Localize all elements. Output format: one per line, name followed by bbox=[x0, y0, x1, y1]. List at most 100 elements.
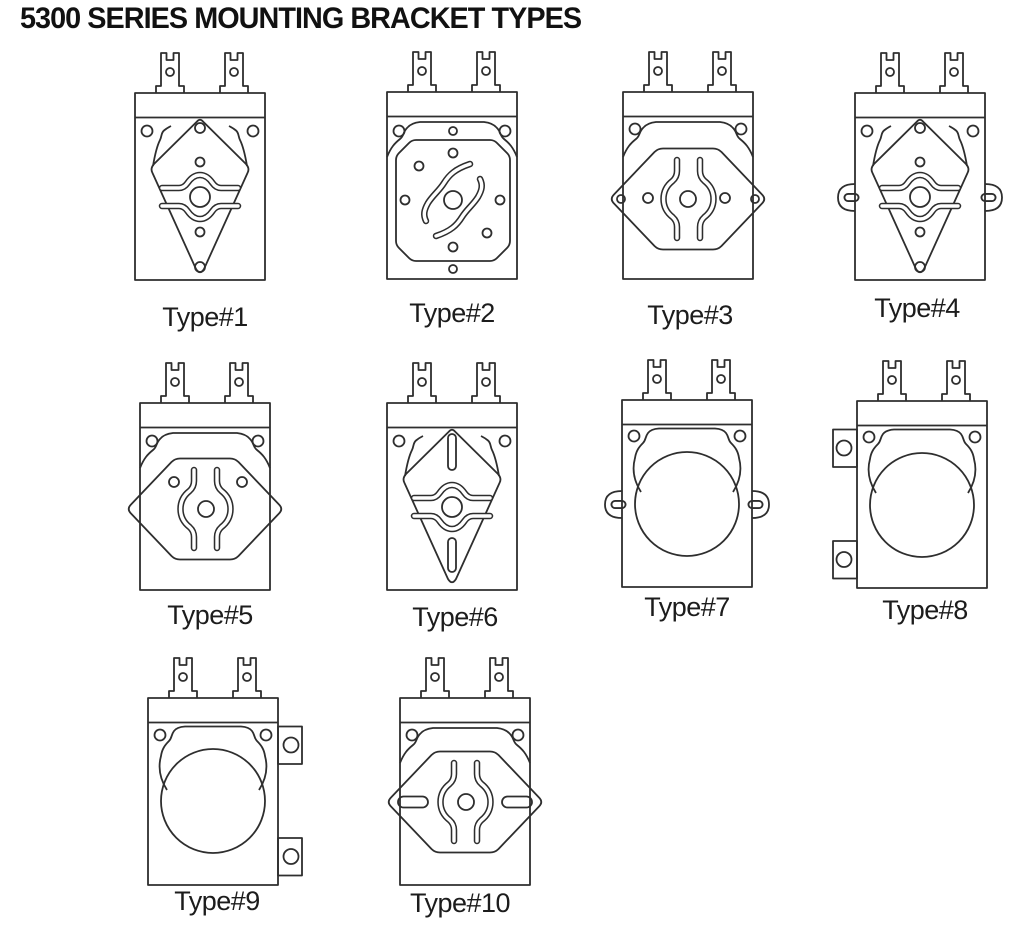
bracket-plate bbox=[402, 428, 502, 584]
figure-type-7 bbox=[587, 352, 787, 597]
slot bbox=[158, 171, 242, 192]
mount-hole bbox=[914, 122, 926, 134]
type-2-drawing bbox=[386, 51, 518, 280]
terminal bbox=[168, 657, 198, 698]
bracket-plate bbox=[610, 147, 766, 251]
mount-hole bbox=[194, 226, 206, 238]
mount-hole bbox=[448, 264, 458, 274]
figure-label: Type#10 bbox=[409, 888, 511, 918]
mount-hole bbox=[966, 124, 980, 138]
terminal-hole bbox=[885, 67, 895, 77]
motor-can bbox=[634, 451, 740, 557]
type-4-drawing bbox=[837, 52, 1003, 281]
ear-bracket bbox=[604, 490, 623, 519]
terminal-hole bbox=[494, 672, 504, 682]
terminal bbox=[877, 360, 907, 401]
terminal-hole bbox=[417, 66, 427, 76]
figure-type-8 bbox=[822, 353, 1022, 598]
plate-contour bbox=[386, 121, 518, 158]
mount-hole bbox=[750, 194, 760, 204]
plate-contour bbox=[139, 432, 271, 469]
figure-label: Type#8 bbox=[882, 595, 968, 625]
terminal-hole bbox=[170, 377, 180, 387]
figure-type-3 bbox=[588, 44, 788, 289]
terminal-hole bbox=[887, 375, 897, 385]
ear-bracket bbox=[837, 183, 856, 212]
terminal bbox=[155, 52, 185, 93]
mount-hole bbox=[405, 728, 419, 742]
mount-hole bbox=[481, 227, 493, 239]
mount-hole bbox=[511, 728, 525, 742]
slot bbox=[410, 481, 494, 502]
motor-body bbox=[386, 402, 518, 591]
mount-hole bbox=[194, 122, 206, 134]
motor-body bbox=[622, 91, 754, 280]
slot-inner bbox=[438, 761, 456, 843]
terminal bbox=[939, 52, 969, 93]
slot-inner bbox=[178, 468, 196, 550]
type-6-drawing bbox=[386, 362, 518, 591]
plate-contour bbox=[158, 725, 268, 791]
figure-type-10 bbox=[365, 650, 565, 895]
mount-hole bbox=[494, 194, 506, 206]
terminal-hole bbox=[717, 66, 727, 76]
mount-hole bbox=[860, 124, 874, 138]
bracket-plate bbox=[127, 457, 283, 561]
terminal bbox=[160, 362, 190, 403]
figure-label: Type#4 bbox=[874, 293, 960, 323]
terminal bbox=[875, 52, 905, 93]
mount-hole bbox=[392, 434, 406, 448]
type-10-drawing bbox=[387, 657, 543, 886]
plate-contour bbox=[404, 435, 424, 477]
mount-hole bbox=[153, 728, 167, 742]
terminal-hole bbox=[417, 377, 427, 387]
terminal bbox=[420, 657, 450, 698]
slot-inner bbox=[475, 761, 493, 843]
figure-type-9 bbox=[113, 650, 313, 895]
mount-hole bbox=[968, 430, 982, 444]
terminal bbox=[407, 51, 437, 92]
motor-can bbox=[160, 748, 266, 854]
terminal bbox=[484, 657, 514, 698]
terminal bbox=[471, 362, 501, 403]
terminal-hole bbox=[242, 672, 252, 682]
ear-bracket bbox=[984, 183, 1003, 212]
center-hole bbox=[679, 190, 697, 208]
mount-hole bbox=[616, 194, 626, 204]
figure-label: Type#3 bbox=[647, 300, 733, 330]
mount-hole bbox=[914, 261, 926, 273]
slot-inner bbox=[215, 468, 233, 550]
terminal-hole bbox=[949, 67, 959, 77]
bracket-plate bbox=[387, 750, 543, 854]
slot bbox=[177, 466, 198, 552]
type-1-drawing bbox=[134, 52, 266, 281]
motor-body bbox=[386, 91, 518, 280]
terminal-hole bbox=[652, 374, 662, 384]
plate-contour bbox=[152, 125, 172, 167]
bracket-plate bbox=[395, 139, 511, 262]
slot bbox=[213, 466, 234, 552]
figure-type-4 bbox=[820, 45, 1020, 290]
mount-hole bbox=[835, 439, 853, 457]
motor-body bbox=[147, 697, 279, 886]
terminal-hole bbox=[430, 672, 440, 682]
center-hole bbox=[443, 190, 463, 210]
plate-contour bbox=[867, 428, 977, 494]
plate-contour bbox=[948, 125, 968, 167]
slot-inner bbox=[412, 483, 492, 500]
slot-inner bbox=[434, 177, 484, 238]
terminal bbox=[224, 362, 254, 403]
figure-type-5 bbox=[105, 355, 305, 600]
terminal bbox=[706, 359, 736, 400]
figure-label: Type#2 bbox=[409, 298, 495, 328]
center-hole bbox=[189, 186, 211, 208]
mount-hole bbox=[168, 476, 180, 488]
center-hole bbox=[197, 500, 215, 518]
mount-hole bbox=[448, 126, 458, 136]
slot-inner bbox=[412, 514, 492, 531]
bracket-plate bbox=[870, 118, 970, 274]
plate-contour bbox=[632, 427, 742, 493]
figure-label: Type#6 bbox=[412, 602, 498, 632]
type-5-drawing bbox=[127, 362, 283, 591]
mount-hole bbox=[413, 160, 425, 172]
